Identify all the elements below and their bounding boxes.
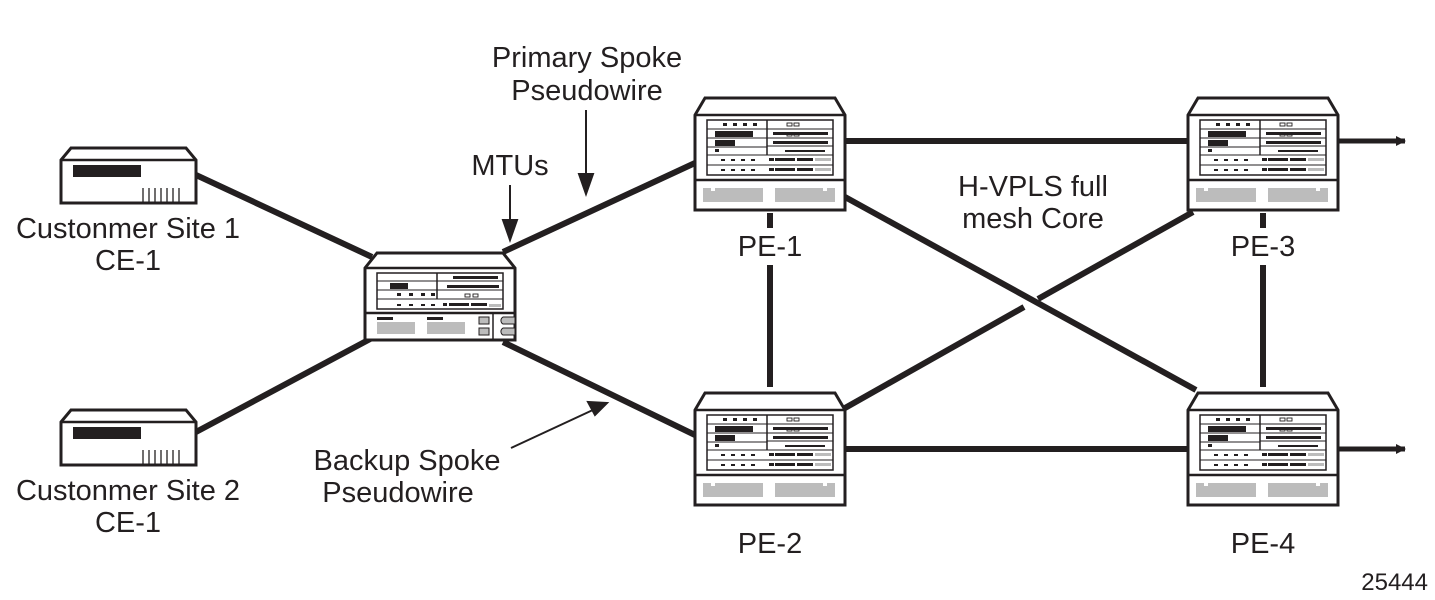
primary-spoke-label-line2: Pseudowire [511, 75, 663, 107]
mtus-label: MTUs [471, 150, 548, 182]
link-pe2-pe3 [843, 304, 1026, 411]
link-pe1-pe4 [843, 194, 1198, 393]
pe1-label: PE-1 [738, 231, 802, 263]
link-pe2-pe3-upper [1036, 209, 1195, 302]
ce2-label-line1: Custonmer Site 2 [16, 475, 240, 507]
pe3-label: PE-3 [1231, 231, 1295, 263]
ce1-label-line1: Custonmer Site 1 [16, 213, 240, 245]
link-ce1-mtu [194, 172, 374, 260]
pe4-label: PE-4 [1231, 528, 1295, 560]
primary-spoke-arrowhead [577, 173, 595, 198]
annotation-arrows [501, 110, 610, 449]
pe1-device-icon [693, 96, 847, 212]
ce1-label-line2: CE-1 [95, 245, 161, 277]
primary-spoke-label-line1: Primary Spoke [492, 42, 682, 74]
backup-spoke-arrowhead [586, 400, 610, 417]
pe4-device-icon [1186, 391, 1340, 507]
core-label-line1: H-VPLS full [958, 171, 1108, 203]
pe2-label: PE-2 [738, 528, 802, 560]
backup-spoke-arrow [510, 408, 596, 449]
links [194, 136, 1406, 454]
ce2-label-line2: CE-1 [95, 507, 161, 539]
mtus-arrowhead [501, 219, 519, 244]
mtu-device-icon [363, 251, 517, 342]
ce1-device-icon [59, 146, 198, 205]
ce2-device-icon [59, 408, 198, 467]
link-ce2-mtu [194, 335, 374, 435]
link-backup-spoke-mtu-pe2 [501, 339, 697, 438]
pe3-device-icon [1186, 96, 1340, 212]
figure-id: 25444 [1361, 569, 1428, 596]
pe2-device-icon [693, 391, 847, 507]
core-label-line2: mesh Core [962, 203, 1104, 235]
link-primary-spoke-mtu-pe1 [501, 160, 697, 255]
backup-spoke-label-line2: Pseudowire [322, 477, 474, 509]
backup-spoke-label-line1: Backup Spoke [313, 445, 500, 477]
